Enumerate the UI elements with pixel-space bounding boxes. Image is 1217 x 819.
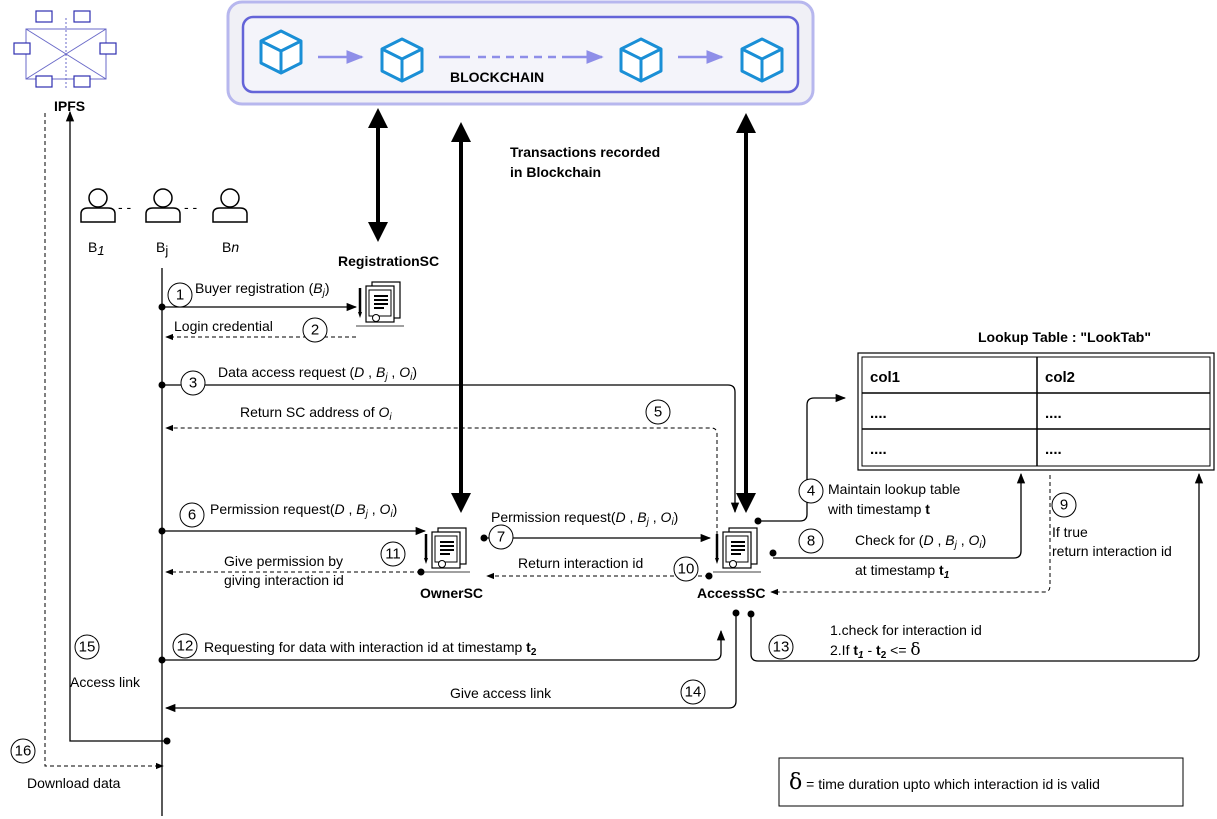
step14-arrow (164, 613, 737, 713)
step9-label-line1: If true (1052, 524, 1088, 540)
step13-label-line2: 2.If t1 - t2 <= δ (830, 640, 921, 661)
step8-label-line1: Check for (D , Bj , Oi) (855, 532, 986, 551)
step10-badge (673, 556, 699, 582)
step3-arrow (162, 384, 740, 514)
step12-badge (172, 633, 198, 659)
step16-number: 16 (15, 743, 32, 760)
step8-label-line2: at timestamp t1 (855, 562, 950, 581)
step4-label-line1: Maintain lookup table (828, 481, 961, 497)
access-link-arrow (65, 110, 167, 742)
buyer-separator: - - (118, 199, 132, 215)
step12-label: Requesting for data with interaction id … (204, 639, 537, 658)
buyer-bj-label: Bj (156, 239, 168, 258)
step2-badge (302, 317, 328, 343)
step4-number: 4 (807, 483, 815, 500)
step8-arrow (773, 472, 1026, 559)
step11-badge (380, 541, 406, 567)
step9-arrow (770, 475, 1051, 596)
step3-label: Data access request (D , Bj , Oi) (218, 364, 417, 383)
step14-label: Give access link (450, 685, 552, 701)
step3-badge (180, 370, 206, 396)
lookup-header-col2: col2 (1045, 369, 1075, 386)
block-icon (259, 29, 303, 75)
step6-badge (179, 502, 205, 528)
step1-label: Buyer registration (Bj) (195, 280, 330, 299)
buyer-separator: - - (184, 199, 198, 215)
step8-number: 8 (807, 533, 815, 550)
blockchain-label: BLOCKCHAIN (450, 69, 544, 85)
step14-badge (680, 679, 706, 705)
owner-sc-icon (420, 526, 472, 574)
step13-label-line1: 1.check for interaction id (830, 622, 982, 638)
step6-number: 6 (188, 507, 196, 524)
step5-badge (645, 399, 671, 425)
step9-badge (1051, 492, 1077, 518)
download-data-arrow (44, 113, 164, 770)
step4-badge (798, 478, 824, 504)
step11-number: 11 (385, 546, 401, 563)
step7-badge (488, 524, 514, 550)
step12-number: 12 (177, 638, 194, 655)
step1-number: 1 (176, 287, 184, 304)
step6-label: Permission request(D , Bj , Oi) (210, 501, 397, 520)
step16-badge (10, 738, 36, 764)
step2-number: 2 (311, 322, 319, 339)
step16-label: Download data (27, 775, 121, 791)
lookup-table-title: Lookup Table : "LookTab" (978, 329, 1151, 345)
block-icon (380, 37, 424, 83)
step8-badge (798, 528, 824, 554)
step2-label: Login credential (174, 318, 273, 334)
step5-number: 5 (654, 404, 662, 421)
step15-number: 15 (79, 639, 96, 656)
lookup-cell: .... (870, 441, 887, 458)
buyer-icon (212, 188, 248, 223)
registration-sc-icon (354, 280, 406, 328)
ipfs-label: IPFS (54, 98, 85, 114)
step12-arrow (162, 629, 726, 661)
step10-number: 10 (678, 561, 695, 578)
step5-label: Return SC address of Oi (240, 404, 392, 423)
step3-number: 3 (189, 375, 197, 392)
step5-arrow (165, 424, 718, 535)
buyer-bn-label: Bn (222, 239, 239, 255)
blockchain-box (226, 0, 815, 106)
lookup-cell: .... (1045, 441, 1062, 458)
step13-number: 13 (773, 639, 790, 656)
step7-number: 7 (497, 529, 505, 546)
access-sc-icon (711, 526, 763, 574)
buyer-icon (80, 188, 116, 223)
step4-label-line2: with timestamp t (827, 501, 930, 517)
step9-number: 9 (1060, 497, 1068, 514)
owner-sc-label: OwnerSC (420, 585, 483, 601)
step11-label-line1: Give permission by (224, 553, 343, 569)
step13-badge (768, 634, 794, 660)
registration-sc-label: RegistrationSC (338, 253, 439, 269)
step10-label: Return interaction id (518, 555, 643, 571)
step14-number: 14 (685, 684, 702, 701)
step15-badge (74, 634, 100, 660)
step9-label-line2: return interaction id (1052, 543, 1172, 559)
lookup-cell: .... (1045, 405, 1062, 422)
delta-legend: δ = time duration upto which interaction… (789, 770, 1100, 795)
lookup-cell: .... (870, 405, 887, 422)
ipfs-network-icon (13, 10, 117, 90)
lookup-table (857, 352, 1215, 471)
block-icon (740, 37, 784, 83)
step4-arrow (758, 393, 847, 522)
buyer-icon (145, 188, 181, 223)
transactions-note-line1: Transactions recorded (510, 144, 660, 160)
step1-badge (167, 282, 193, 308)
transactions-note-line2: in Blockchain (510, 164, 601, 180)
buyer-b1-label: B1 (88, 239, 105, 258)
lookup-header-col1: col1 (870, 369, 900, 386)
delta-legend-box (778, 757, 1184, 807)
step7-label: Permission request(D , Bj , Oi) (491, 509, 678, 528)
step15-label: Access link (70, 674, 141, 690)
block-icon (619, 37, 663, 83)
access-sc-label: AccessSC (697, 585, 766, 601)
step13-arrow (750, 472, 1204, 662)
step11-label-line2: giving interaction id (224, 572, 344, 588)
